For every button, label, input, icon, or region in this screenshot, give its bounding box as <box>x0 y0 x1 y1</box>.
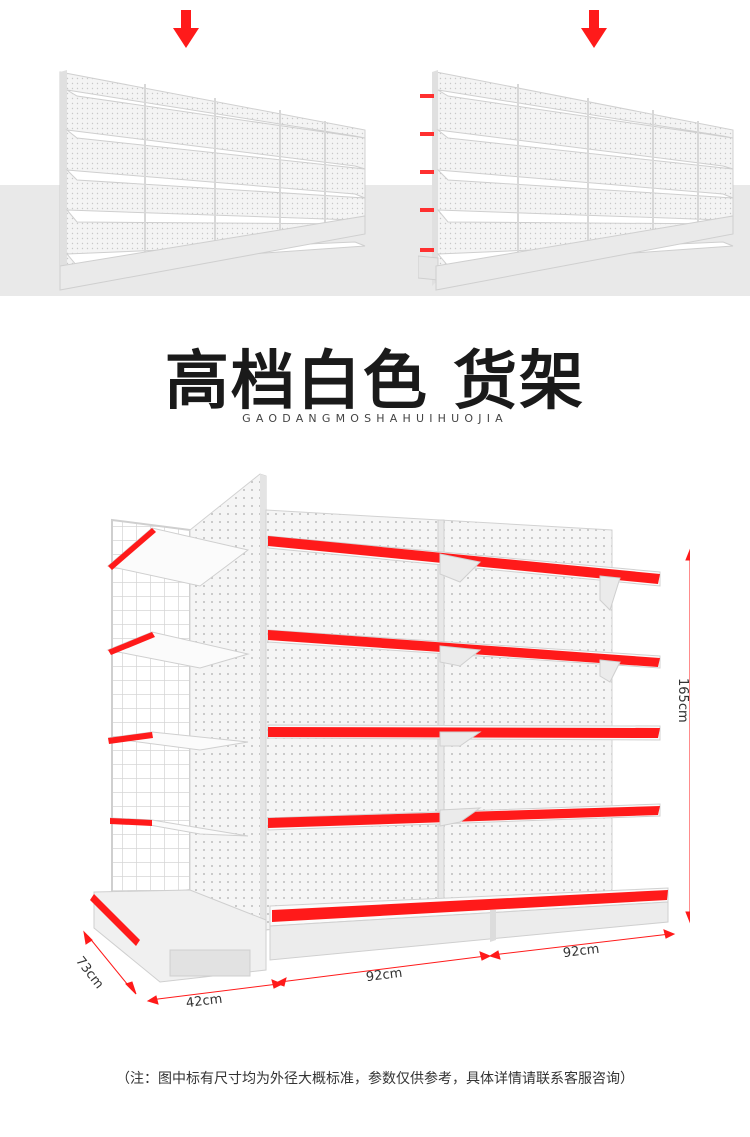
page-subtitle: GAODANGMOSHAHUIHUOJIA <box>242 412 508 425</box>
down-arrow-icon <box>173 10 199 48</box>
disclaimer-note: （注：图中标有尺寸均为外径大概标准，参数仅供参考，具体详情请联系客服咨询） <box>116 1071 634 1087</box>
page-title: 高档白色 货架 <box>164 345 586 419</box>
dimension-height-label: 165cm <box>675 678 690 723</box>
down-arrow-icon <box>581 10 607 48</box>
single-sided-shelf-image <box>59 70 366 291</box>
top-banner <box>0 0 750 296</box>
main-shelf-image <box>83 473 690 1005</box>
end-cap-shelf-image <box>418 70 734 291</box>
